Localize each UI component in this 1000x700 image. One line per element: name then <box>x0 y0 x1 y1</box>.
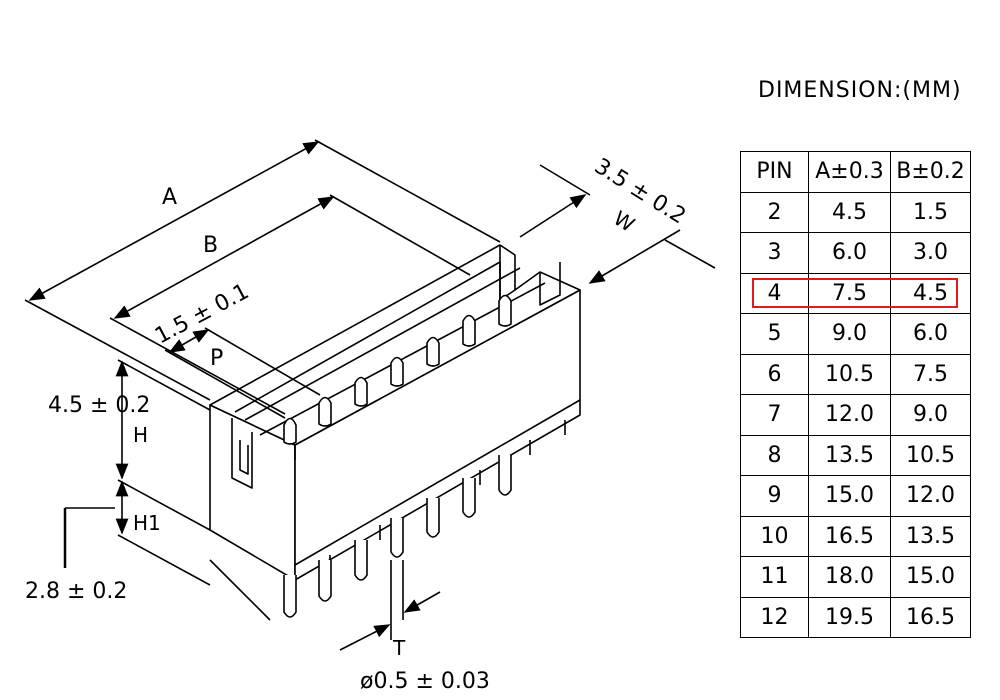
cell-a: 18.0 <box>808 556 891 598</box>
label-pin-diameter: ø0.5 ± 0.03 <box>360 669 490 694</box>
lower-pins <box>283 455 512 618</box>
cell-b: 15.0 <box>890 556 971 598</box>
cell-a: 4.5 <box>808 191 891 233</box>
cell-pin: 10 <box>740 515 809 557</box>
cell-a: 9.0 <box>808 313 891 355</box>
header-pin: PIN <box>740 151 809 193</box>
label-h: H <box>133 423 148 447</box>
cell-a: 19.5 <box>808 596 891 638</box>
connector-housing <box>209 244 581 581</box>
header-b: B±0.2 <box>890 151 971 193</box>
cell-a: 16.5 <box>808 515 891 557</box>
cell-a: 10.5 <box>808 353 891 395</box>
cell-pin: 3 <box>740 232 809 274</box>
cell-b: 9.0 <box>890 394 971 436</box>
dimension-b-line <box>109 194 471 415</box>
cell-a: 6.0 <box>808 232 891 274</box>
cell-b: 6.0 <box>890 313 971 355</box>
cell-b: 3.0 <box>890 232 971 274</box>
cell-a: 15.0 <box>808 475 891 517</box>
label-h1-tol: 2.8 ± 0.2 <box>25 579 127 604</box>
label-width-tol: 3.5 ± 0.2 <box>590 154 690 229</box>
base-extension-line <box>209 559 271 621</box>
table-header-row: PIN A±0.3 B±0.2 <box>740 151 971 193</box>
cell-b: 7.5 <box>890 353 971 395</box>
cell-b: 10.5 <box>890 434 971 476</box>
dimension-p-line <box>164 327 321 419</box>
dimension-table-title: DIMENSION:(MM) <box>758 78 962 103</box>
dimension-t-line <box>339 560 441 651</box>
cell-pin: 6 <box>740 353 809 395</box>
label-w: W <box>609 206 639 237</box>
label-height-tol: 4.5 ± 0.2 <box>48 393 150 418</box>
cell-b: 12.0 <box>890 475 971 517</box>
cell-a: 13.5 <box>808 434 891 476</box>
cell-b: 13.5 <box>890 515 971 557</box>
label-p: P <box>210 346 223 371</box>
dimension-w-line <box>519 164 716 284</box>
dimension-h-line <box>63 359 211 586</box>
header-a: A±0.3 <box>808 151 891 193</box>
label-b: B <box>203 233 218 258</box>
cell-pin: 12 <box>740 596 809 638</box>
cell-a: 12.0 <box>808 394 891 436</box>
label-a: A <box>162 185 177 210</box>
cell-pin: 7 <box>740 394 809 436</box>
cell-pin: 5 <box>740 313 809 355</box>
cell-pin: 11 <box>740 556 809 598</box>
cell-pin: 9 <box>740 475 809 517</box>
label-t: T <box>392 636 406 660</box>
cell-pin: 2 <box>740 191 809 233</box>
label-h1: H1 <box>133 511 161 535</box>
cell-pin: 8 <box>740 434 809 476</box>
cell-b: 1.5 <box>890 191 971 233</box>
highlight-box <box>752 278 958 308</box>
upper-pins <box>283 294 512 445</box>
cell-b: 16.5 <box>890 596 971 638</box>
